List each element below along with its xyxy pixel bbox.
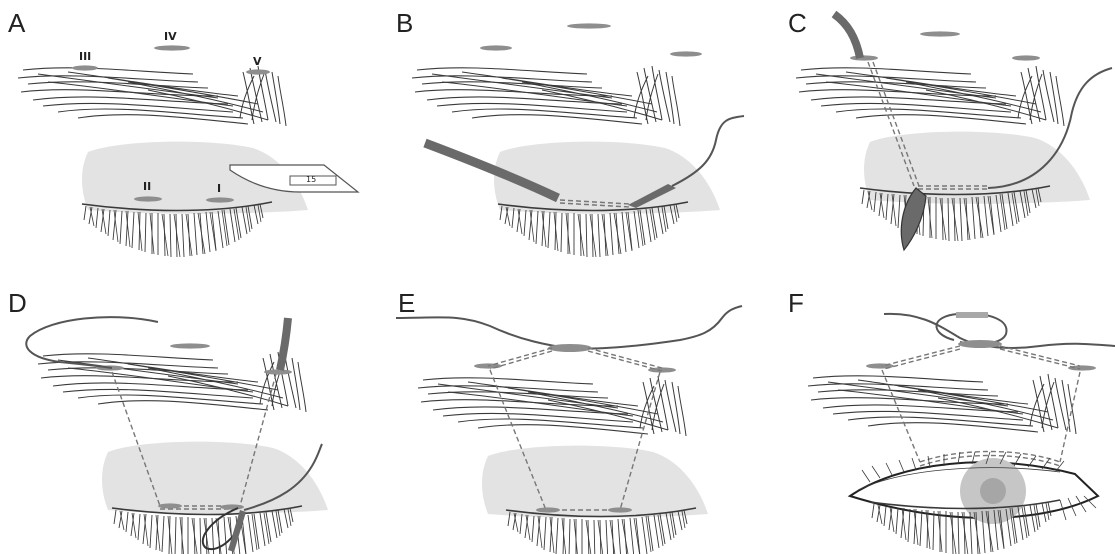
panel-label-b: B xyxy=(396,8,413,39)
eyebrow xyxy=(38,352,306,412)
marker-iv xyxy=(154,45,190,50)
eyebrow xyxy=(418,376,686,436)
suture-thread xyxy=(396,306,742,349)
suture-path xyxy=(1000,346,1080,366)
marker-iv xyxy=(170,343,210,348)
eyebrow xyxy=(796,66,1064,126)
suture-thread xyxy=(26,317,158,368)
panel-e xyxy=(396,306,742,554)
panel-b xyxy=(412,23,744,257)
point-label-v: V xyxy=(253,55,262,68)
eyebrow xyxy=(412,66,680,126)
suture-path xyxy=(588,351,662,371)
panel-label-a: A xyxy=(8,8,25,39)
suture-loop xyxy=(936,314,1006,344)
suture-path xyxy=(882,346,960,366)
tube xyxy=(280,318,288,370)
marker-v xyxy=(246,69,270,74)
marker-i xyxy=(206,197,234,202)
tube xyxy=(834,14,860,58)
marker-iii xyxy=(850,55,878,60)
panel-label-e: E xyxy=(398,288,415,319)
knot xyxy=(548,344,592,352)
eyelid-area xyxy=(482,446,708,518)
marker-ii xyxy=(158,503,182,508)
eyebrow xyxy=(808,374,1076,434)
pupil xyxy=(980,478,1006,504)
knot xyxy=(958,340,1002,348)
knot xyxy=(956,312,988,318)
point-label-i: I xyxy=(217,182,221,195)
marker-i xyxy=(220,504,244,509)
eyelid-area xyxy=(102,442,328,514)
marker-v xyxy=(1012,55,1040,60)
marker-iii xyxy=(72,65,98,70)
suture-path xyxy=(884,349,960,369)
panel-label-c: C xyxy=(788,8,807,39)
point-label-ii: II xyxy=(143,180,151,193)
marker-v xyxy=(1068,365,1096,370)
panel-label-d: D xyxy=(8,288,27,319)
marker-iii xyxy=(480,45,512,50)
eyebrow xyxy=(18,66,286,126)
panel-f xyxy=(808,312,1115,554)
panel-d xyxy=(26,317,328,554)
point-label-iv: IV xyxy=(164,30,177,43)
point-label-iii: III xyxy=(79,50,91,63)
marker-v xyxy=(264,369,292,374)
marker-iv xyxy=(567,23,611,28)
suture-path xyxy=(488,348,552,366)
suture-path xyxy=(1000,349,1080,369)
panel-a xyxy=(18,45,358,257)
marker-ii xyxy=(536,507,560,512)
blade-number: 15 xyxy=(306,175,316,184)
marker-ii xyxy=(134,196,162,201)
marker-iv xyxy=(920,31,960,36)
marker-v xyxy=(670,51,702,56)
panel-c xyxy=(796,14,1112,250)
panel-label-f: F xyxy=(788,288,804,319)
suture-path xyxy=(588,348,662,368)
marker-i xyxy=(608,507,632,512)
